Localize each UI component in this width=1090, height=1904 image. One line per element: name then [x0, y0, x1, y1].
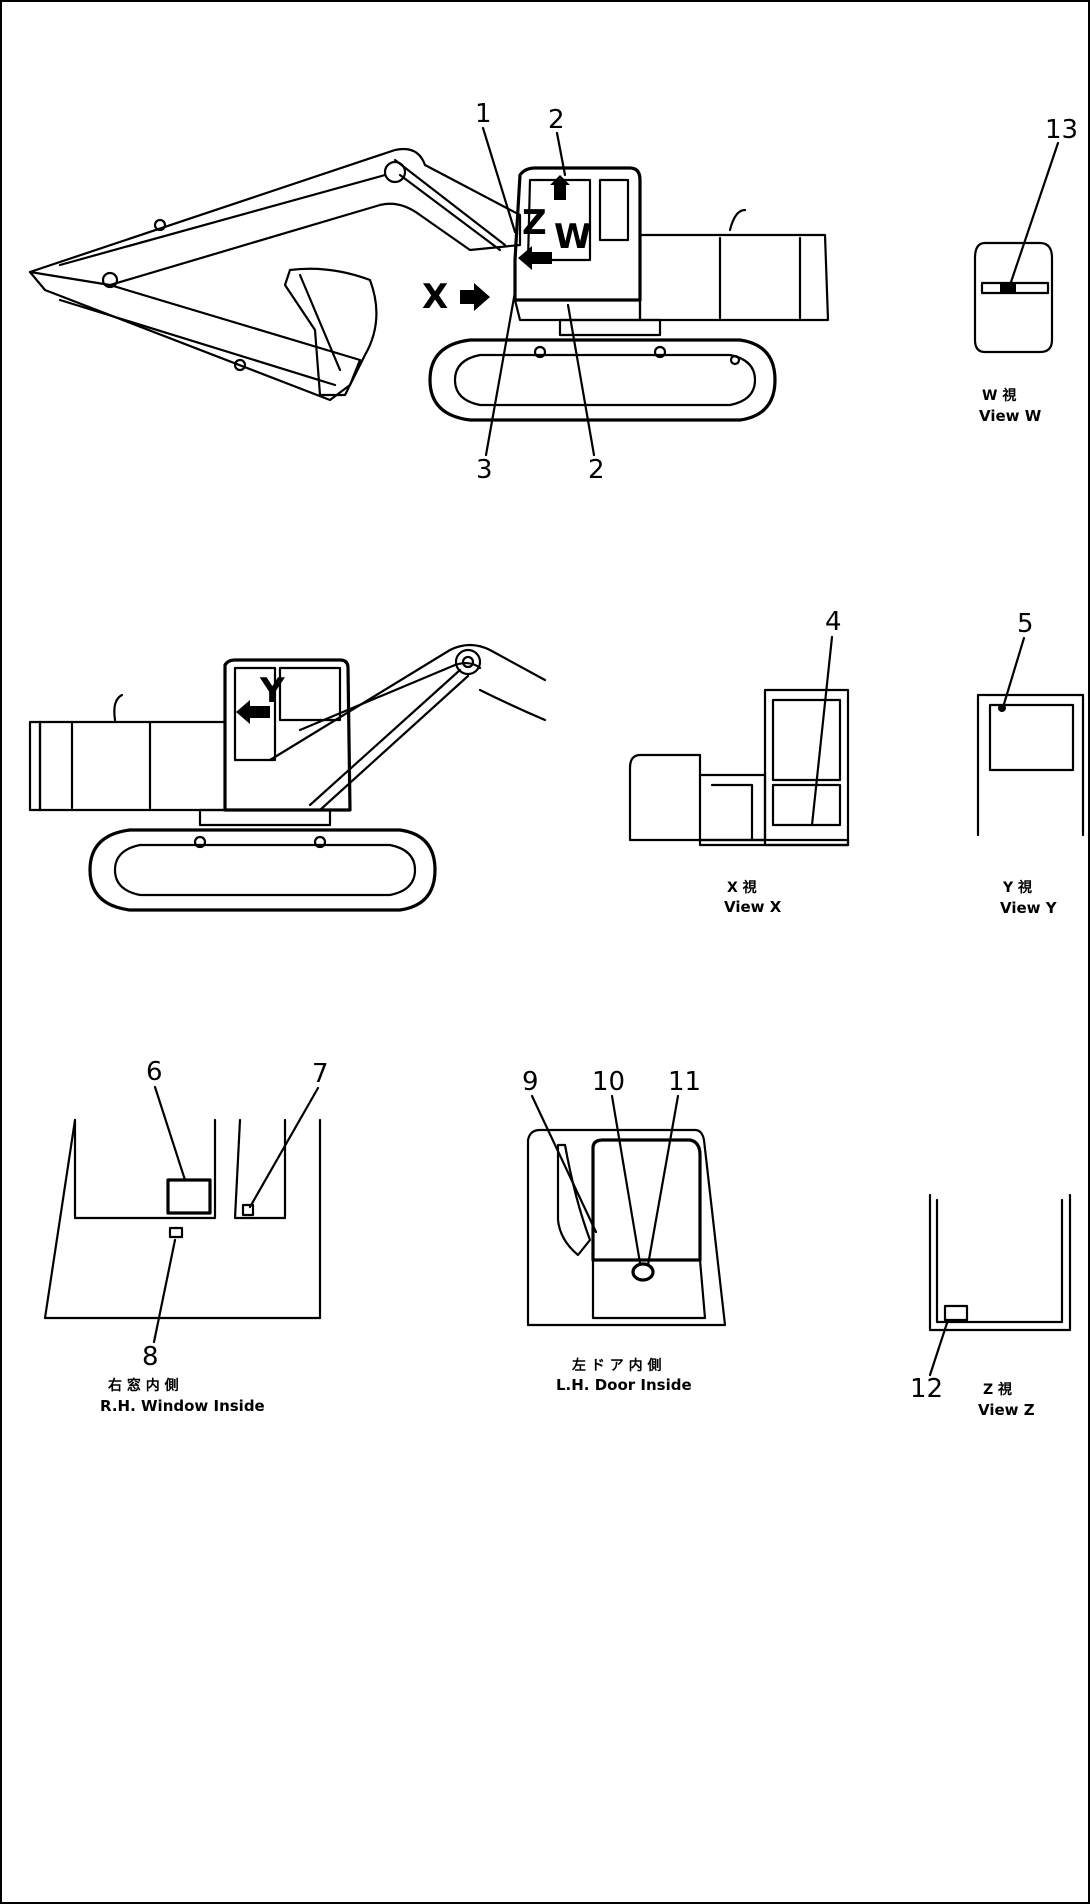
arrow-y-icon — [236, 700, 270, 724]
excavator-left-side-view — [28, 147, 830, 422]
arrow-w-icon — [550, 175, 570, 200]
callout-4: 4 — [825, 607, 842, 637]
lh-door-inside-panel — [526, 1128, 727, 1327]
rh-window-inside-panel — [43, 1118, 322, 1320]
caption-view-w-jp: W 視 — [982, 387, 1016, 404]
callout-7: 7 — [312, 1059, 329, 1089]
caption-rh-window: R.H. Window Inside — [100, 1397, 265, 1415]
caption-view-x-jp: X 視 — [727, 879, 757, 896]
view-marker-z: Z — [522, 203, 547, 243]
caption-lh-door-jp: 左 ド ア 内 側 — [571, 1357, 662, 1374]
callout-3: 3 — [476, 455, 493, 485]
callout-10: 10 — [592, 1067, 625, 1097]
caption-view-x: View X — [724, 898, 782, 916]
caption-rh-window-jp: 右 窓 内 側 — [107, 1377, 179, 1394]
callout-12: 12 — [910, 1374, 943, 1404]
callout-9: 9 — [522, 1067, 539, 1097]
callout-13: 13 — [1045, 115, 1078, 145]
caption-view-w: View W — [979, 407, 1042, 425]
callout-5: 5 — [1017, 609, 1034, 639]
caption-view-z: View Z — [978, 1401, 1035, 1419]
arrow-x-icon — [460, 283, 490, 311]
caption-view-y: View Y — [1000, 899, 1058, 917]
view-z-panel — [928, 1193, 1072, 1332]
arrow-z-icon — [518, 246, 552, 270]
callout-1: 1 — [475, 99, 492, 129]
caption-lh-door: L.H. Door Inside — [556, 1376, 692, 1394]
view-y-panel — [976, 693, 1085, 837]
caption-view-z-jp: Z 視 — [983, 1381, 1012, 1398]
view-x-panel — [628, 688, 850, 847]
excavator-right-side-view — [28, 643, 547, 912]
callout-6: 6 — [146, 1057, 163, 1087]
view-marker-x: X — [422, 277, 448, 317]
view-w-panel — [973, 241, 1054, 354]
view-marker-w: W — [554, 217, 592, 257]
callout-8: 8 — [142, 1342, 159, 1372]
view-marker-y: Y — [259, 671, 285, 711]
callout-2-bottom: 2 — [588, 455, 605, 485]
callout-11: 11 — [668, 1067, 701, 1097]
callout-2-top: 2 — [548, 105, 565, 135]
caption-view-y-jp: Y 視 — [1002, 879, 1032, 896]
